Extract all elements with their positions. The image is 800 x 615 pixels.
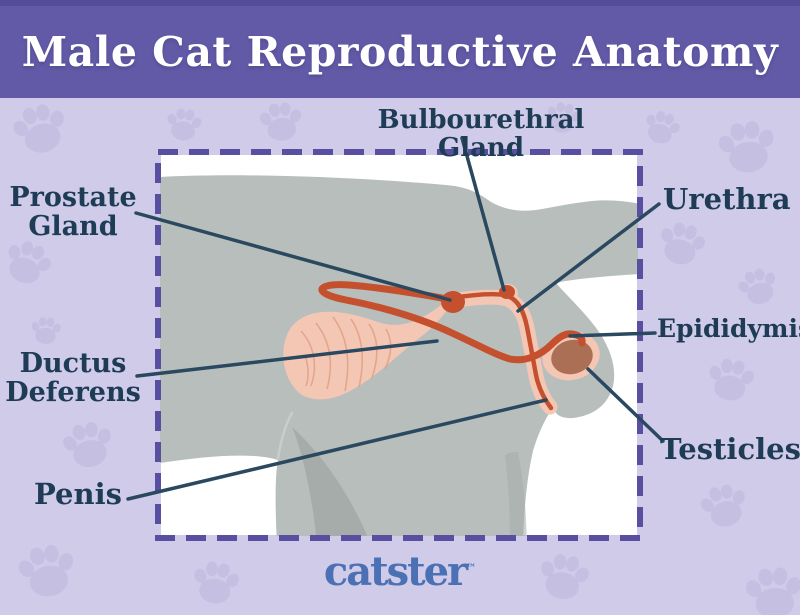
leader-line-testicles [586, 367, 665, 443]
label-penis: Penis [34, 477, 122, 511]
leader-line-urethra [516, 202, 661, 313]
brand-logo-text: catster [323, 548, 468, 595]
leader-line-penis [126, 398, 548, 501]
label-testicles: Testicles [660, 432, 800, 466]
trademark-symbol: ™ [466, 563, 477, 574]
page-title: Male Cat Reproductive Anatomy [21, 28, 779, 76]
leader-line-prostate-gland [134, 211, 452, 302]
testicle-shape [551, 339, 593, 375]
leader-line-bulbourethral-gland [460, 136, 506, 292]
label-prostate-gland: Prostate Gland [9, 182, 137, 243]
leg-crease [276, 411, 294, 460]
label-bulbourethral-gland: Bulbourethral Gland [377, 105, 585, 164]
label-ductus-deferens: Ductus Deferens [5, 348, 141, 409]
leader-line-ductus-deferens [135, 339, 439, 378]
urethra-line [456, 291, 554, 411]
label-epididymis: Epididymis [657, 314, 800, 343]
brand-logo: catster™ [300, 552, 500, 592]
hind-leg-shadow [505, 452, 527, 536]
label-urethra: Urethra [663, 182, 791, 216]
header-banner: Male Cat Reproductive Anatomy [0, 0, 800, 98]
leader-line-epididymis [568, 331, 657, 338]
prostate-gland-shape [441, 291, 465, 313]
ductus-deferens-tube [318, 281, 586, 364]
leader-lines [126, 136, 665, 501]
